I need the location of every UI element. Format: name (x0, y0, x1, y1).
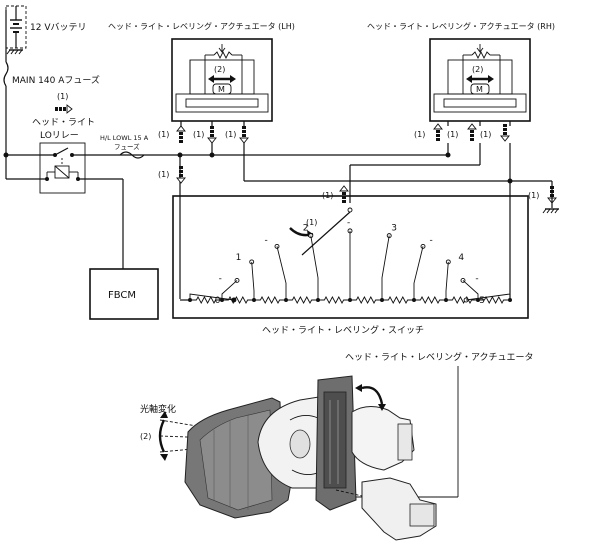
mounting-frame (315, 375, 357, 511)
flow-marker-2: (1) (193, 130, 204, 139)
bottom-actuator-label: ヘッド・ライト・レベリング・アクチュエータ (345, 351, 534, 363)
flow-marker-3: (1) (225, 130, 236, 139)
switch-title: ヘッド・ライト・レベリング・スイッチ (262, 324, 424, 336)
ladder-node (348, 298, 352, 302)
ladder-node (476, 298, 480, 302)
fbcm-label: FBCM (108, 290, 136, 301)
switch-position-label: 3 (391, 223, 397, 233)
ladder-node (412, 298, 416, 302)
switch-lead (466, 293, 511, 301)
battery-label: 12 Vバッテリ (30, 22, 86, 33)
switch-lead (310, 235, 319, 300)
ladder-node (252, 298, 256, 302)
actuator-lh-motor-symbol: M (218, 85, 225, 94)
flow-marker-4: (1) (158, 170, 169, 179)
switch-position-label: - (430, 235, 433, 245)
switch-lead (445, 261, 449, 300)
battery (5, 5, 27, 55)
actuator-rh-motor-label: (2) (472, 65, 483, 74)
leveling-switch (172, 195, 529, 319)
actuator-lh (171, 38, 273, 126)
relay-flow-label: (1) (57, 92, 68, 101)
switch-lead (276, 246, 287, 300)
ladder-node (444, 298, 448, 302)
actuator-lh-motor-label: (2) (214, 65, 225, 74)
actuator-rh-title: ヘッド・ライト・レベリング・アクチュエータ (RH) (367, 21, 555, 31)
switch-lead (413, 246, 424, 300)
ladder-node (284, 298, 288, 302)
flow-marker-7: (1) (480, 130, 491, 139)
hl-lowl-fuse (119, 151, 145, 159)
beam-marker-label: (2) (140, 432, 151, 441)
switch-position-label: - (219, 274, 222, 284)
flow-marker-5: (1) (414, 130, 425, 139)
resistor-ladder (190, 296, 510, 304)
beam-change-label: 光軸変化 (140, 403, 176, 415)
main-fuse (3, 61, 9, 87)
ladder-node (220, 298, 224, 302)
hl-fuse-label-line2: フューズ (114, 142, 140, 151)
switch-position-label: 5 (479, 296, 485, 306)
switch-rotation-label: (1) (306, 218, 317, 227)
switch-position-label: - (475, 274, 478, 284)
main-fuse-label: MAIN 140 Aフューズ (12, 74, 100, 86)
fbcm-box (89, 268, 159, 320)
switch-positions: 0 - 1 - 2 - 3 - 4 - 5 (180, 181, 512, 306)
switch-position-label: - (347, 218, 350, 228)
ladder-node (316, 298, 320, 302)
flow-marker-6: (1) (447, 130, 458, 139)
relay-label-line1: ヘッド・ライト (32, 117, 95, 128)
headlight-lo-relay (6, 142, 150, 194)
hl-fuse-label-line1: H/L LOWL 15 A (100, 134, 149, 142)
actuator-rh (429, 38, 531, 126)
flow-marker-1: (1) (158, 130, 169, 139)
switch-position-label: - (264, 235, 267, 245)
ladder-node (380, 298, 384, 302)
switch-lead (381, 235, 390, 300)
actuator-rh-motor-symbol: M (476, 85, 483, 94)
switch-position-label: 1 (236, 253, 242, 263)
switch-position-label: 4 (458, 253, 464, 263)
switch-lead (251, 261, 255, 300)
actuator-lh-title: ヘッド・ライト・レベリング・アクチュエータ (LH) (108, 21, 295, 31)
flow-marker-9: (1) (528, 191, 539, 200)
actuator-unit (335, 406, 437, 541)
switch-position-label: 2 (303, 223, 309, 233)
relay-label-line2: LOリレー (40, 131, 79, 141)
switch-position-label: 0 (215, 296, 221, 306)
actuator-swing-arrow (361, 386, 384, 405)
